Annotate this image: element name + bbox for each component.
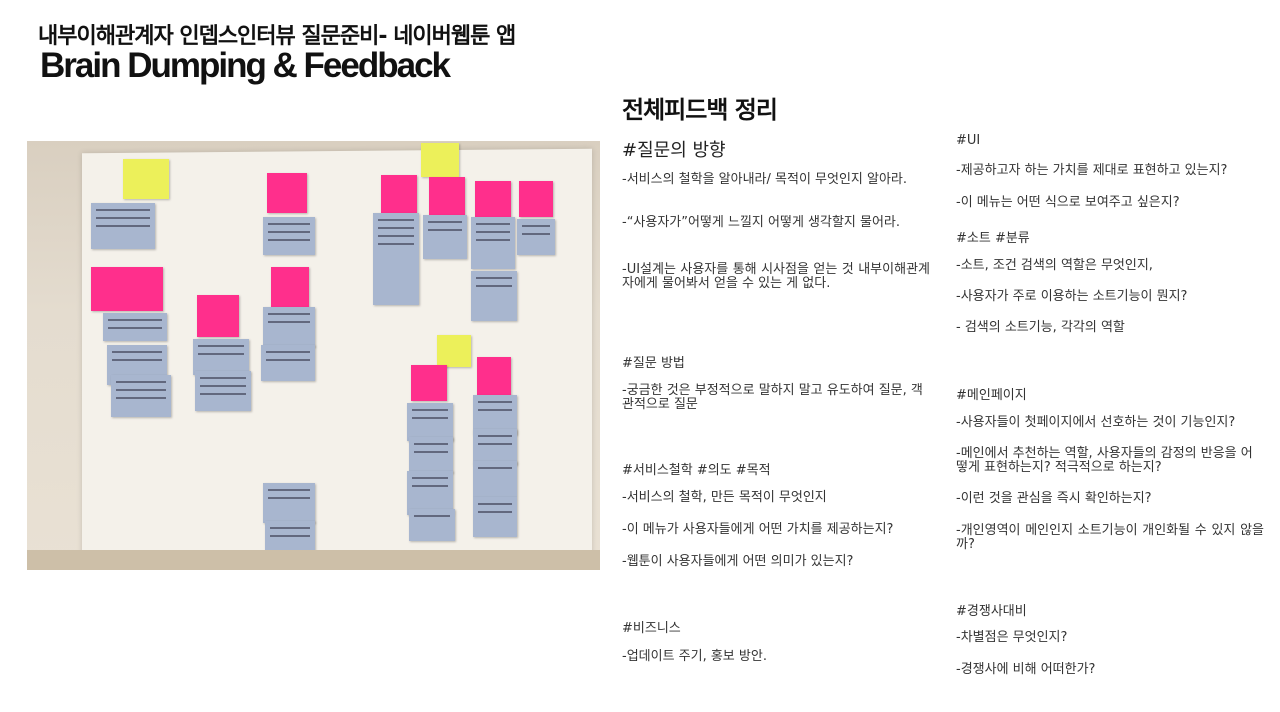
sticky-note-blue [111, 375, 171, 417]
sticky-note-blue [263, 307, 315, 347]
sticky-notes-photo [27, 141, 600, 570]
sticky-note-blue [409, 509, 455, 541]
page-subtitle: 내부이해관계자 인뎁스인터뷰 질문준비- 네이버웹툰 앱 [38, 24, 516, 49]
sticky-note-blue [473, 429, 517, 465]
sticky-note-pink [267, 173, 307, 213]
sticky-note-blue [517, 219, 555, 255]
sort-item-3: - 검색의 소트기능, 각각의 역할 [956, 320, 1125, 335]
sticky-note-pink [475, 181, 511, 217]
section-title-ui: #UI [956, 133, 981, 148]
section-title-main: #메인페이지 [956, 388, 1027, 403]
feedback-heading: 전체피드백 정리 [622, 96, 778, 124]
sticky-note-pink [429, 177, 465, 215]
sticky-note-blue [373, 213, 419, 305]
main-item-4: -개인영역이 메인인지 소트기능이 개인화될 수 있지 않을까? [956, 523, 1264, 552]
section-title-sort: #소트 #분류 [956, 231, 1030, 246]
sticky-note-blue [423, 215, 467, 259]
sticky-note-pink [197, 295, 239, 337]
main-item-1: -사용자들이 첫페이지에서 선호하는 것이 기능인지? [956, 415, 1236, 430]
sticky-note-blue [409, 437, 453, 473]
sticky-note-pink [91, 267, 163, 311]
ui-item-1: -제공하고자 하는 가치를 제대로 표현하고 있는지? [956, 163, 1228, 178]
section-title-direction: #질문의 방향 [622, 140, 726, 161]
sticky-note-blue [407, 403, 453, 441]
section-title-philosophy: #서비스철학 #의도 #목적 [622, 463, 771, 478]
philosophy-item-1: -서비스의 철학, 만든 목적이 무엇인지 [622, 490, 827, 505]
sticky-note-pink [271, 267, 309, 309]
sticky-note-yellow [421, 143, 459, 177]
sticky-note-blue [473, 461, 517, 497]
sort-item-1: -소트, 조건 검색의 역할은 무엇인지, [956, 258, 1153, 273]
sticky-note-pink [477, 357, 511, 397]
competitor-item-2: -경쟁사에 비해 어떠한가? [956, 662, 1096, 677]
method-item-1: -궁금한 것은 부정적으로 말하지 말고 유도하여 질문, 객관적으로 질문 [622, 383, 923, 412]
sticky-note-blue [407, 471, 453, 515]
competitor-item-1: -차별점은 무엇인지? [956, 630, 1068, 645]
direction-item-3: -UI설계는 사용자를 통해 시사점을 얻는 것 내부이해관계자에게 물어봐서 … [622, 262, 930, 291]
section-title-competitor: #경쟁사대비 [956, 604, 1027, 619]
direction-item-2: -“사용자가”어떻게 느낄지 어떻게 생각할지 물어라. [622, 215, 901, 230]
sticky-note-yellow [437, 335, 471, 367]
floor [27, 550, 600, 570]
sticky-note-blue [471, 217, 515, 269]
section-title-business: #비즈니스 [622, 621, 681, 636]
sticky-note-blue [473, 497, 517, 537]
sticky-note-blue [261, 345, 315, 381]
sticky-note-blue [473, 395, 517, 435]
sticky-note-blue [263, 217, 315, 255]
sticky-note-blue [471, 271, 517, 321]
sticky-note-pink [381, 175, 417, 213]
sticky-note-blue [91, 203, 155, 249]
sticky-note-yellow [123, 159, 169, 199]
philosophy-item-3: -웹툰이 사용자들에게 어떤 의미가 있는지? [622, 554, 854, 569]
direction-item-1: -서비스의 철학을 알아내라/ 목적이 무엇인지 알아라. [622, 172, 908, 187]
sticky-note-blue [263, 483, 315, 523]
page-title: Brain Dumping & Feedback [40, 46, 451, 85]
sticky-note-blue [195, 371, 251, 411]
sticky-note-pink [519, 181, 553, 217]
sticky-note-blue [193, 339, 249, 375]
section-title-method: #질문 방법 [622, 356, 685, 371]
sticky-note-pink [411, 365, 447, 401]
ui-item-2: -이 메뉴는 어떤 식으로 보여주고 싶은지? [956, 195, 1180, 210]
sort-item-2: -사용자가 주로 이용하는 소트기능이 뭔지? [956, 289, 1188, 304]
business-item-1: -업데이트 주기, 홍보 방안. [622, 649, 767, 664]
sticky-note-blue [103, 313, 167, 341]
main-item-2: -메인에서 추천하는 역할, 사용자들의 감정의 반응을 어떻게 표현하는지? … [956, 446, 1253, 475]
main-item-3: -이런 것을 관심을 즉시 확인하는지? [956, 491, 1152, 506]
philosophy-item-2: -이 메뉴가 사용자들에게 어떤 가치를 제공하는지? [622, 522, 894, 537]
